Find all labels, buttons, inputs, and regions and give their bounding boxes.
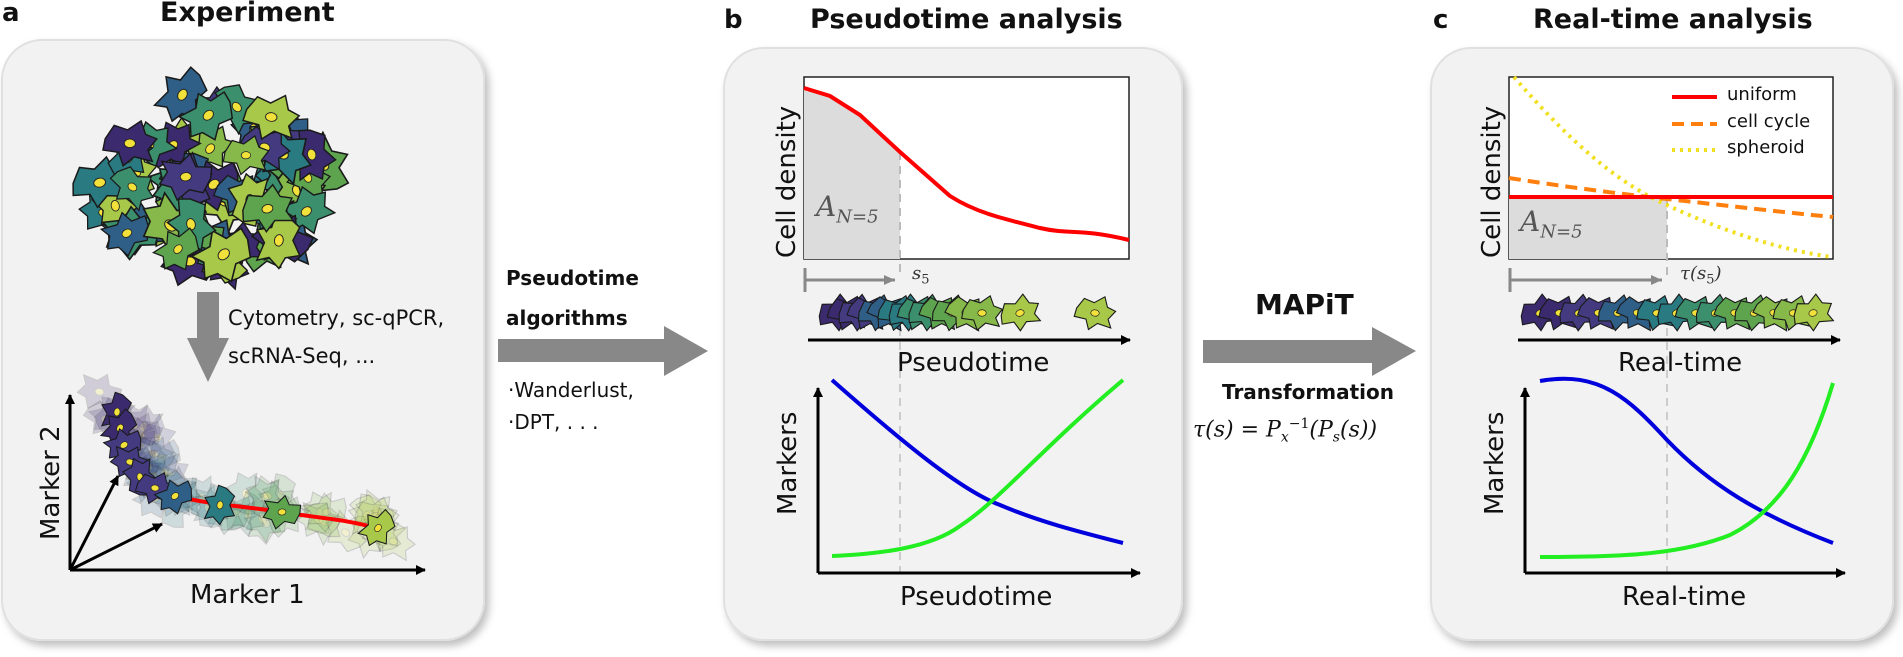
area-label: AN=5 [1520, 205, 1583, 243]
spheroid-curve [1512, 75, 1833, 259]
trajectory-cells [99, 391, 396, 547]
panel-c-letter: c [1433, 5, 1449, 35]
cell-icon [1793, 293, 1835, 332]
mapit-heading: MAPiT [1255, 288, 1354, 321]
realtime-cells-axis-label: Real-time [1618, 348, 1743, 378]
algorithm-bullet-1: ·Wanderlust, [508, 378, 634, 402]
realtime-markers-plot [1520, 376, 1846, 578]
pseudotime-cells-row [818, 293, 1117, 332]
cell-icon [136, 413, 177, 457]
marker2-axis-label: Marker 2 [36, 425, 66, 540]
pseudotime-cells-axis-label: Pseudotime [897, 348, 1050, 378]
marker-green-curve [831, 378, 1125, 558]
cell-icon [109, 166, 155, 212]
tau-s5-marker-label: τ(s5) [1680, 263, 1722, 288]
area-label: AN=5 [816, 190, 879, 228]
marker-blue-curve [1539, 376, 1834, 545]
density-curve [803, 86, 1130, 242]
cell-icon [262, 494, 302, 530]
legend [1672, 95, 1717, 152]
transformation-subheading: Transformation [1222, 380, 1394, 404]
cell-icon [242, 94, 301, 141]
markers-ylabel: Markers [773, 411, 803, 515]
panel-b-letter: b [724, 5, 743, 35]
cell-icon [225, 472, 266, 515]
cell-icon [961, 294, 1004, 332]
transformation-formula: τ(s) = Px−1(Ps(s)) [1193, 416, 1378, 446]
down-arrow [187, 292, 229, 382]
cell-icon [99, 211, 149, 257]
cell-icon [151, 227, 200, 271]
marker-green-curve [1539, 382, 1835, 559]
panel-a-title: Experiment [160, 0, 335, 28]
density-ylabel: Cell density [1477, 105, 1507, 258]
cell-icon [242, 183, 295, 233]
marker-blue-curve [830, 378, 1124, 545]
cell-icon [255, 210, 301, 270]
cell-icon [153, 479, 193, 515]
pseudotime-markers-plot [813, 378, 1141, 578]
panel-b-title: Pseudotime analysis [810, 4, 1123, 35]
panel-c-title: Real-time analysis [1533, 4, 1813, 35]
realtime-density-plot [1508, 75, 1834, 580]
cell-icon [177, 91, 234, 141]
markers-ylabel: Markers [1480, 411, 1510, 515]
cell-icon [203, 484, 236, 526]
legend-uniform: uniform [1727, 84, 1797, 105]
pseudotime-density-plot [803, 76, 1130, 580]
marker-axes [65, 394, 426, 575]
s5-marker-label: s5 [912, 263, 930, 288]
algorithm-bullet-2: ·DPT, . . . [508, 410, 599, 434]
cell-icon [357, 508, 396, 547]
density-ylabel: Cell density [772, 105, 802, 258]
legend-cell-cycle: cell cycle [1727, 111, 1811, 132]
cell-icon [76, 373, 123, 410]
panel-a-letter: a [2, 0, 20, 28]
cell-icon [158, 152, 213, 202]
legend-spheroid: spheroid [1727, 137, 1805, 158]
cell-cluster-illustration [72, 66, 350, 291]
cell-icon [102, 119, 158, 168]
pseudotime-algorithms-heading-2: algorithms [506, 306, 628, 330]
pseudotime-algorithms-heading-1: Pseudotime [506, 266, 639, 290]
marker1-axis-label: Marker 1 [190, 580, 305, 610]
cell-icon [152, 66, 208, 123]
pseudotime-arrow [498, 326, 708, 376]
step-text-line2: scRNA-Seq, ... [228, 344, 376, 368]
density-shaded-area [1509, 197, 1667, 259]
step-text-line1: Cytometry, sc-qPCR, [228, 306, 445, 330]
cell-icon [1000, 293, 1042, 332]
markers-xlabel: Real-time [1622, 582, 1747, 612]
cell-icon [189, 227, 252, 283]
cell-icon [1073, 295, 1117, 331]
mapit-arrow [1203, 327, 1416, 376]
markers-xlabel: Pseudotime [900, 582, 1053, 612]
cell-icon [229, 491, 266, 537]
cell-icon [222, 134, 270, 176]
realtime-cells-row [1520, 293, 1835, 332]
